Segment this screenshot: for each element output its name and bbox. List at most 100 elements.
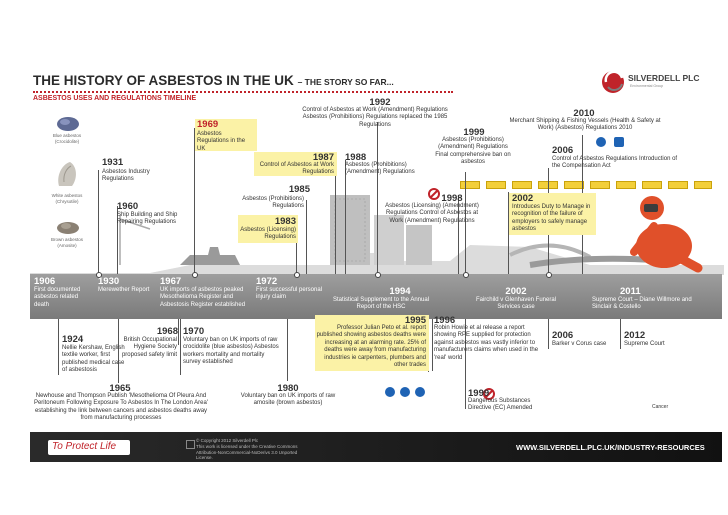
connector-1969 bbox=[194, 128, 195, 274]
event-2006b-year: 2006 bbox=[552, 330, 574, 341]
event-1992-year: 1992 bbox=[369, 97, 391, 108]
mask-icon bbox=[596, 137, 606, 147]
danger-sign-icon bbox=[694, 181, 712, 189]
title-sub: – THE STORY SO FAR... bbox=[297, 77, 394, 87]
connector-1988 bbox=[345, 160, 346, 274]
connector-1970 bbox=[180, 319, 181, 375]
event-1970-text: Voluntary ban on UK imports of raw croci… bbox=[183, 337, 279, 366]
no-entry-icon bbox=[483, 388, 495, 400]
title-main: THE HISTORY OF ASBESTOS IN THE UK bbox=[33, 73, 294, 88]
slogan-text: To Protect Life bbox=[52, 441, 117, 452]
band-dot bbox=[375, 272, 381, 278]
logo-name: SILVERDELL PLC bbox=[628, 73, 700, 83]
event-1931-text: Asbestos Industry Regulations bbox=[102, 169, 150, 183]
suit-icon bbox=[630, 196, 703, 273]
band-1930-year: 1930 bbox=[98, 276, 120, 287]
band-1994-text: Statistical Supplement to the Annual Rep… bbox=[332, 297, 430, 311]
event-1996-text: Robin Howie et al release a report showi… bbox=[434, 325, 539, 361]
connector-1998 bbox=[458, 195, 459, 274]
timeline-band bbox=[30, 274, 722, 319]
connector-1992 bbox=[377, 122, 378, 274]
event-2006-text: Control of Asbestos Regulations Introduc… bbox=[552, 156, 678, 170]
event-1987-year: 1987 bbox=[312, 152, 334, 163]
event-2012-year: 2012 bbox=[624, 330, 646, 341]
band-1930-text: Merewether Report bbox=[98, 287, 150, 293]
brown-asbestos-rock-icon bbox=[57, 222, 79, 234]
band-dot bbox=[546, 272, 552, 278]
white-asbestos-rock-icon bbox=[58, 162, 76, 186]
logo-swirl-icon bbox=[602, 70, 624, 93]
event-1999b-year: 1999 bbox=[468, 388, 490, 399]
event-1985-year: 1985 bbox=[288, 184, 310, 195]
mask-icon bbox=[614, 137, 624, 147]
event-1983-box bbox=[238, 215, 298, 243]
event-1999-text: Asbestos (Prohibitions) (Amendment) Regu… bbox=[435, 137, 511, 166]
event-1995-year: 1995 bbox=[404, 315, 426, 326]
event-1987-text: Control of Asbestos at Work Regulations bbox=[259, 162, 334, 176]
connector-1931 bbox=[98, 170, 99, 274]
footer-bar bbox=[30, 432, 722, 462]
event-2010-year: 2010 bbox=[573, 108, 595, 119]
white-asbestos-label: White asbestos (Chrysotile) bbox=[51, 193, 83, 204]
band-2002-text: Fairchild v Glenhaven Funeral Services c… bbox=[475, 297, 557, 311]
event-1980-year: 1980 bbox=[277, 383, 299, 394]
mask-icon bbox=[415, 387, 425, 397]
band-1994-year: 1994 bbox=[389, 286, 411, 297]
event-1969-year: 1969 bbox=[197, 119, 219, 130]
event-1924-text: Nellie Kershaw, English textile worker, … bbox=[62, 345, 125, 374]
event-1988-year: 1988 bbox=[345, 152, 367, 163]
event-1980-text: Voluntary ban on UK imports of raw amosi… bbox=[240, 393, 336, 407]
connector-1968 bbox=[178, 319, 179, 345]
event-1985-text: Asbestos (Prohibitions) Regulations bbox=[242, 196, 304, 210]
band-dot bbox=[463, 272, 469, 278]
connector-2012 bbox=[620, 319, 621, 349]
website-link[interactable]: WWW.SILVERDELL.PLC.UK/INDUSTRY-RESOURCES bbox=[516, 443, 705, 452]
brown-asbestos-label: Brown asbestos (Amosite) bbox=[50, 237, 84, 248]
event-2012-text: Supreme Court bbox=[624, 341, 665, 347]
event-1998-year: 1998 bbox=[441, 193, 463, 204]
license-text: This work is licensed under the Creative… bbox=[196, 444, 298, 460]
event-1969-box bbox=[195, 119, 257, 151]
danger-sign-icon bbox=[642, 181, 662, 189]
band-1972-text: First successful personal injury claim bbox=[256, 287, 323, 301]
connector-1999 bbox=[465, 172, 466, 274]
title-dotted-rule bbox=[33, 91, 453, 93]
slogan-badge bbox=[48, 440, 130, 455]
event-1988-text: Asbestos (Prohibitions) (Amendment) Regu… bbox=[345, 162, 415, 176]
event-1992-text: Control of Asbestos at Work (Amendment) … bbox=[302, 107, 448, 128]
connector-1980 bbox=[287, 319, 288, 381]
blue-asbestos-label: Blue asbestos (Crocidolite) bbox=[52, 133, 82, 144]
connector-1924 bbox=[58, 319, 59, 375]
band-1906-year: 1906 bbox=[34, 276, 56, 287]
connector-2002 bbox=[508, 192, 509, 274]
band-dot bbox=[294, 272, 300, 278]
danger-sign-icon bbox=[512, 181, 532, 189]
event-2006-year: 2006 bbox=[552, 145, 574, 156]
event-1960-text: Ship Building and Ship Repairing Regulat… bbox=[117, 212, 178, 226]
logo[interactable]: SILVERDELL PLC Environmental Group bbox=[600, 68, 710, 98]
band-dot bbox=[96, 272, 102, 278]
danger-sign-icon bbox=[590, 181, 610, 189]
event-1969-text: Asbestos Regulations in the UK bbox=[197, 131, 246, 152]
event-1931-year: 1931 bbox=[102, 157, 124, 168]
event-2002-year: 2002 bbox=[512, 193, 534, 204]
ship bbox=[180, 247, 240, 265]
event-1995-box bbox=[315, 315, 429, 371]
danger-sign-icon bbox=[616, 181, 636, 189]
band-2011-text: Supreme Court – Diane Willmore and Sincl… bbox=[592, 297, 692, 311]
event-1995-text: Professor Julian Peto et al. report publ… bbox=[316, 325, 426, 369]
connector-1999b bbox=[465, 319, 466, 409]
event-1998-text: Asbestos (Licensing) (Amendment) Regulat… bbox=[385, 203, 479, 224]
band-1972-year: 1972 bbox=[256, 276, 278, 287]
connector-1960 bbox=[117, 206, 118, 274]
band-2011-year: 2011 bbox=[620, 286, 641, 297]
logo-tagline: Environmental Group bbox=[630, 84, 664, 88]
event-2010-text: Merchant Shipping & Fishing Vessels (Hea… bbox=[509, 118, 661, 132]
cancer-label: Cancer bbox=[652, 404, 669, 410]
office-tower bbox=[330, 195, 370, 265]
event-1999b-text: Dangerous Substances Directive (EC) Amen… bbox=[468, 398, 533, 412]
band-dot bbox=[192, 272, 198, 278]
event-2002-text: Introduces Duty to Manage in recognition… bbox=[512, 204, 591, 233]
connector-1987 bbox=[335, 160, 336, 274]
event-1970-year: 1970 bbox=[183, 326, 205, 337]
